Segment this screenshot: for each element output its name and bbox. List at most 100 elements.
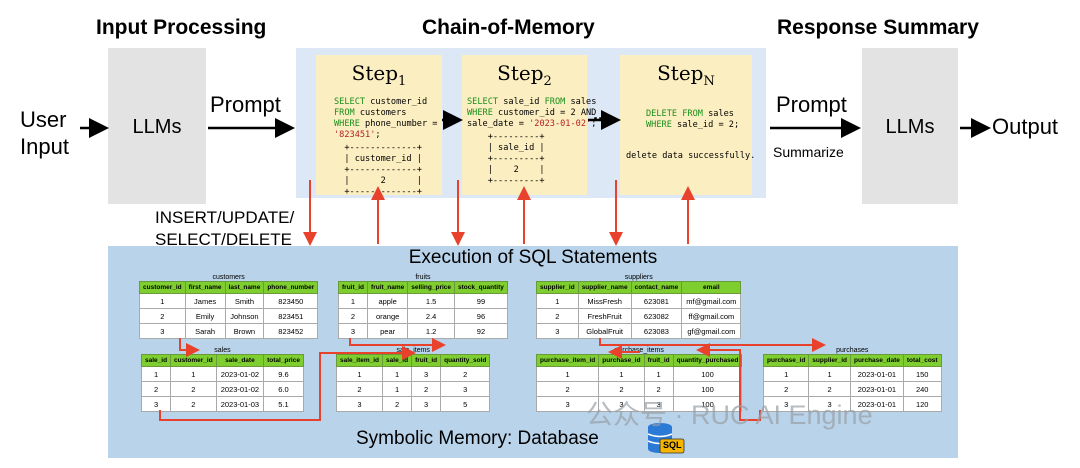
table-cell: 6.0 — [263, 381, 304, 397]
sql-token: phone_number = — [365, 119, 438, 129]
table-suppliers-name: suppliers — [624, 274, 653, 281]
table-cell: 3 — [762, 396, 810, 412]
table-cell: 2023-01-01 — [849, 366, 904, 382]
sql-token: WHERE — [467, 108, 493, 118]
step-2-title: Step2 — [497, 61, 552, 89]
sql-token: WHERE — [646, 120, 672, 130]
column-header: customer_id — [170, 354, 217, 367]
step-2-box: Step2 SELECT sale_id FROM sales WHERE cu… — [462, 55, 596, 195]
column-header: fruit_id — [337, 281, 369, 294]
table-cell: 96 — [454, 308, 508, 324]
table-cell: mf@gmail.com — [681, 293, 742, 309]
column-header: sale_date — [215, 354, 265, 367]
table-cell: 2023-01-01 — [849, 396, 904, 412]
user-input-label: User Input — [20, 106, 69, 160]
table-cell: 1 — [643, 366, 674, 382]
table-cell: 2 — [411, 381, 442, 397]
column-header: purchase_item_id — [535, 354, 600, 367]
column-header: stock_quantity — [454, 281, 508, 294]
step-1-box: Step1 SELECT customer_id FROM customers … — [316, 55, 442, 197]
table-fruits-name: fruits — [415, 274, 431, 281]
output-label: Output — [992, 114, 1059, 139]
table-cell: 120 — [902, 396, 942, 412]
llm-box-input — [108, 48, 206, 204]
table-cell: Brown — [224, 323, 265, 339]
table-cell: 3 — [140, 396, 172, 412]
summarize-label: Summarize — [773, 144, 844, 160]
prompt-label-left: Prompt — [210, 92, 281, 117]
table-cell: 1 — [535, 366, 600, 382]
table-cell: 3 — [598, 396, 645, 412]
memory-title: Symbolic Memory: Database — [356, 428, 599, 449]
column-header: supplier_id — [536, 281, 579, 294]
column-header: fruit_id — [643, 354, 674, 367]
column-header: first_name — [184, 281, 226, 294]
table-cell: 2023-01-03 — [215, 396, 265, 412]
table-cell: 823452 — [263, 323, 319, 339]
table-customers-name: customers — [212, 274, 245, 281]
sql-operations-label: INSERT/UPDATE/ SELECT/DELETE — [155, 207, 294, 251]
step-1-title: Step1 — [351, 61, 407, 89]
table-cell: 150 — [902, 366, 942, 382]
table-cell: 99 — [454, 293, 508, 309]
table-cell: 1 — [598, 366, 645, 382]
sql-token: FROM — [682, 109, 703, 119]
table-cell: 3 — [335, 396, 384, 412]
column-header: fruit_id — [411, 354, 442, 367]
column-header: sale_id — [140, 354, 172, 367]
step-1-result: +-------------+ | customer_id | +-------… — [344, 143, 422, 197]
step-2-sql: SELECT sale_id FROM sales WHERE customer… — [467, 97, 596, 130]
table-cell: 1 — [382, 381, 413, 397]
table-cell: 2.4 — [407, 308, 456, 324]
sql-operations-line2: SELECT/DELETE — [155, 230, 292, 249]
table-cell: 2 — [170, 396, 217, 412]
sql-token: '2023-01-02' — [529, 119, 592, 129]
sql-token: sale_id — [498, 97, 545, 107]
header-input-processing: Input Processing — [96, 16, 267, 39]
table-cell: James — [184, 293, 226, 309]
table-cell: 2 — [382, 396, 413, 412]
steps-ellipsis: ... — [593, 104, 609, 124]
column-header: phone_number — [263, 281, 319, 294]
table-cell: 623081 — [630, 293, 683, 309]
table-cell: 2023-01-02 — [215, 366, 265, 382]
table-cell: 1.2 — [407, 323, 456, 339]
table-cell: Johnson — [224, 308, 265, 324]
table-cell: apple — [367, 293, 409, 309]
sql-token: customers — [359, 108, 407, 118]
table-cell: 5.1 — [263, 396, 304, 412]
table-cell: 623082 — [630, 308, 683, 324]
sql-token: sale_id = 2; — [671, 120, 740, 130]
table-cell: Sarah — [184, 323, 226, 339]
table-cell: 2 — [440, 366, 491, 382]
table-sale-items-name: sale_items — [396, 347, 430, 354]
table-cell: 3 — [643, 396, 674, 412]
sql-token: DELETE — [646, 109, 678, 119]
column-header: email — [681, 281, 742, 294]
prompt-label-right: Prompt — [776, 92, 847, 117]
sql-token: ; — [591, 119, 597, 129]
llm-label-input: LLMs — [132, 116, 182, 138]
sql-operations-line1: INSERT/UPDATE/ — [155, 208, 295, 227]
sql-token: SELECT — [467, 97, 499, 107]
sql-token: FROM — [334, 108, 355, 118]
column-header: purchase_id — [762, 354, 810, 367]
table-cell: 2 — [536, 308, 579, 324]
